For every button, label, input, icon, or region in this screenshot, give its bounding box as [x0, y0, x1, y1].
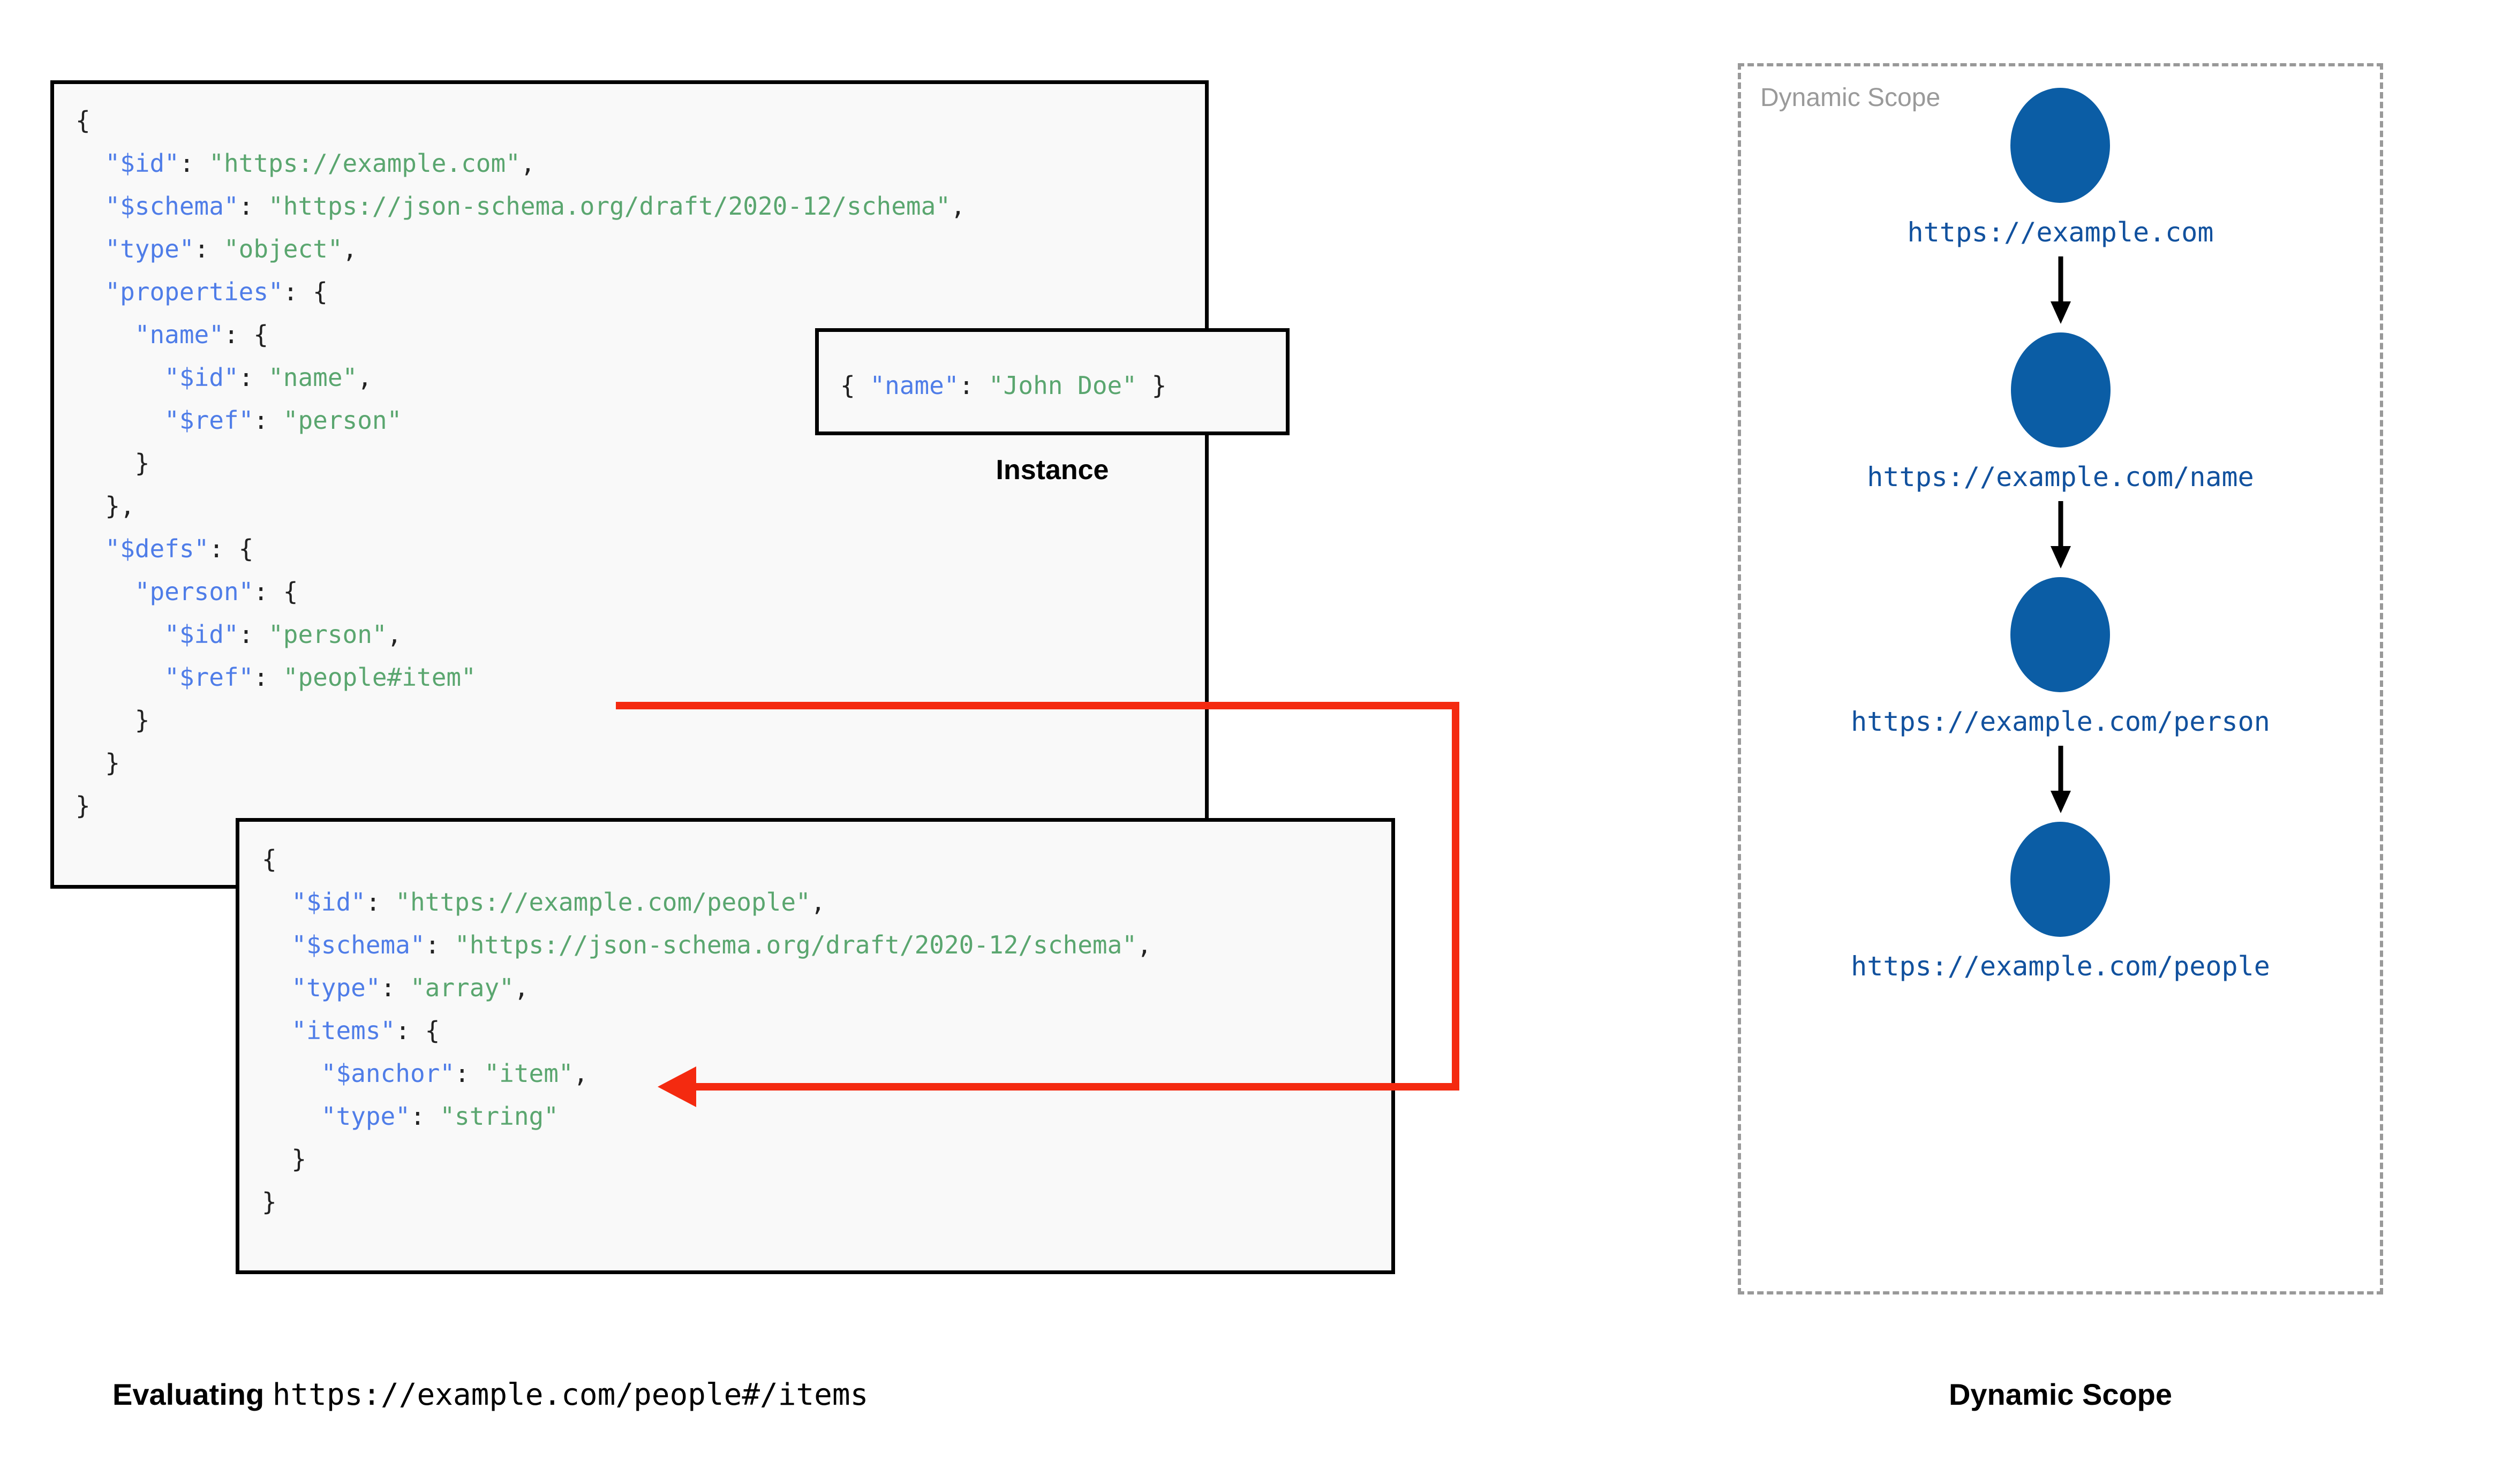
scope-node-label: https://example.com [1907, 217, 2214, 248]
people-schema-code: { "$id": "https://example.com/people", "… [262, 845, 1152, 1216]
dynamic-scope-panel-label: Dynamic Scope [1760, 84, 1941, 112]
instance-box: { "name": "John Doe" } [815, 328, 1290, 435]
scope-node[interactable]: https://example.com [1907, 88, 2214, 248]
evaluating-caption: Evaluating https://example.com/people#/i… [112, 1377, 868, 1412]
dynamic-scope-panel [1738, 63, 2383, 1294]
scope-node-label: https://example.com/people [1851, 951, 2270, 982]
instance-caption: Instance [996, 455, 1109, 486]
dynamic-scope-flow: https://example.com https://example.com/… [1738, 63, 2383, 1294]
scope-node-label: https://example.com/person [1851, 706, 2270, 737]
root-schema-code: { "$id": "https://example.com", "$schema… [76, 106, 966, 820]
people-schema-box: { "$id": "https://example.com/people", "… [236, 818, 1395, 1274]
scope-node-ellipse-icon [2010, 822, 2111, 937]
evaluating-caption-prefix: Evaluating [112, 1377, 273, 1411]
scope-node[interactable]: https://example.com/person [1851, 577, 2270, 737]
dynamic-scope-caption: Dynamic Scope [1948, 1377, 2173, 1411]
down-arrow-icon [2050, 501, 2071, 569]
scope-node[interactable]: https://example.com/name [1867, 332, 2254, 493]
down-arrow-icon [2050, 746, 2071, 813]
scope-node-ellipse-icon [2010, 88, 2111, 203]
scope-node-ellipse-icon [2010, 332, 2111, 448]
evaluating-caption-uri: https://example.com/people#/items [272, 1377, 869, 1412]
scope-node[interactable]: https://example.com/people [1851, 822, 2270, 982]
scope-node-ellipse-icon [2010, 577, 2111, 692]
down-arrow-icon [2050, 256, 2071, 324]
scope-node-label: https://example.com/name [1867, 461, 2254, 493]
instance-code: { "name": "John Doe" } [840, 371, 1167, 400]
